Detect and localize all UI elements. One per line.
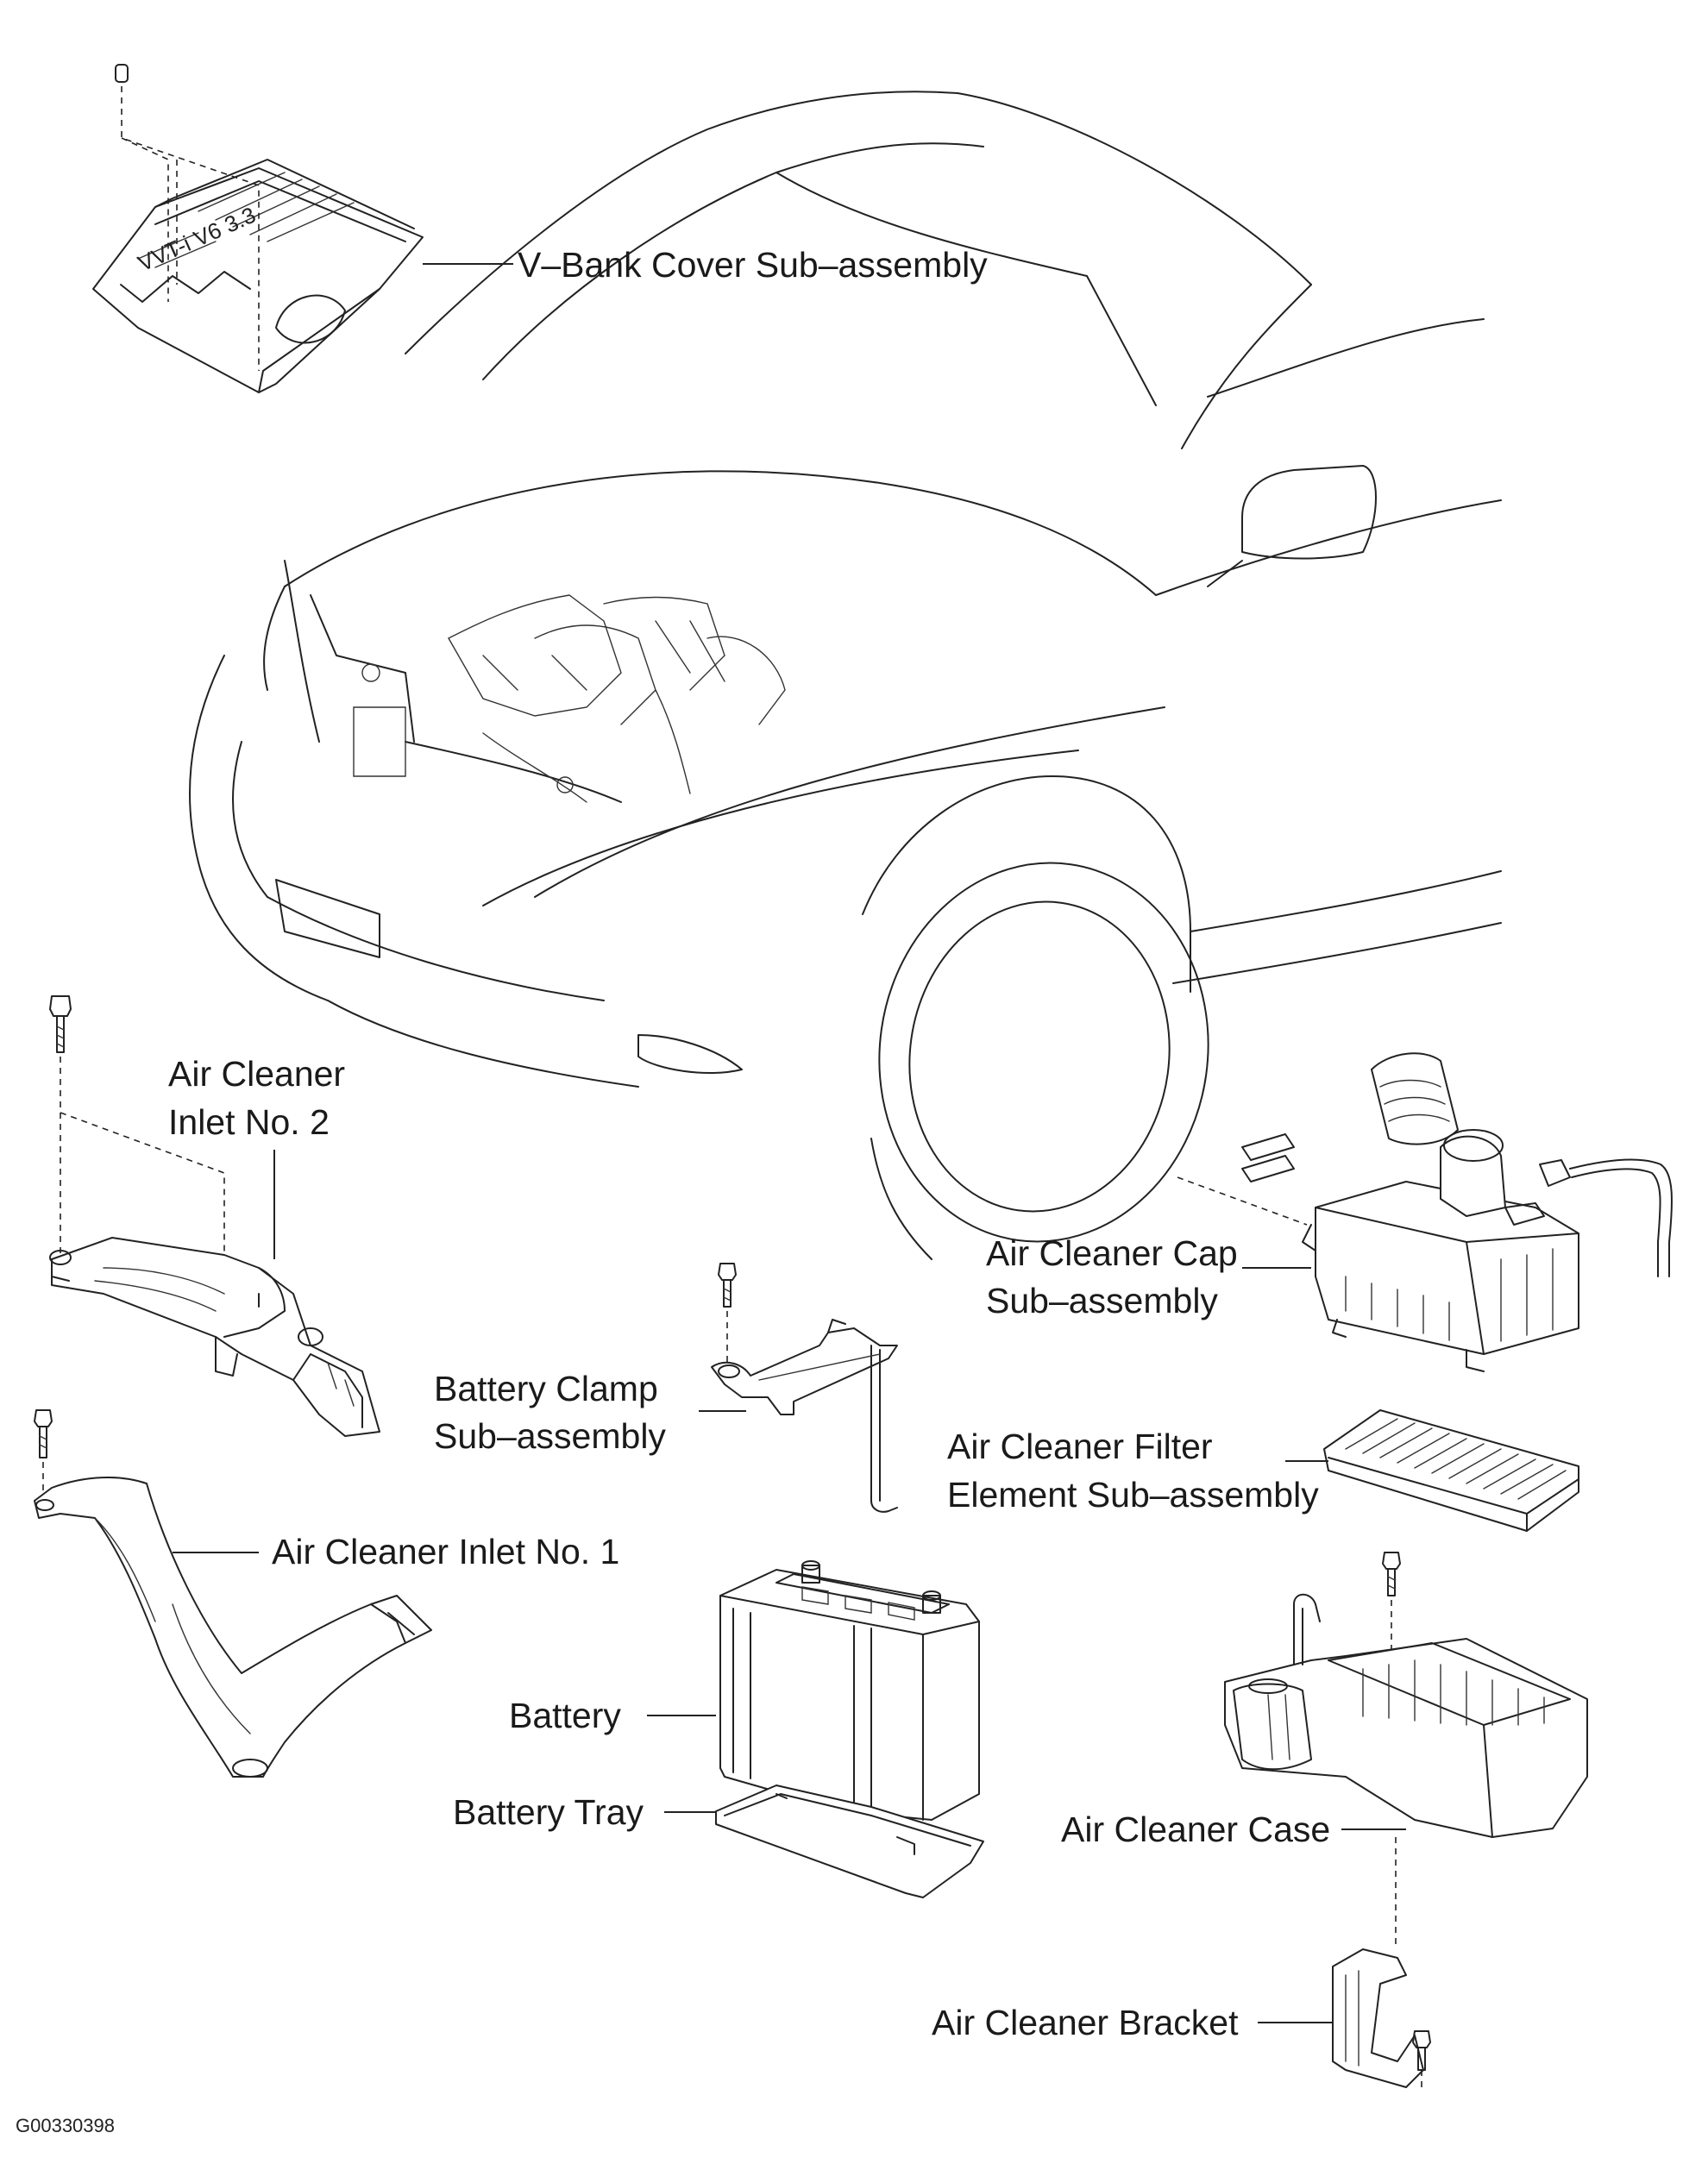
label-clamp-line1: Battery Clamp: [434, 1369, 658, 1408]
label-air-cleaner-bracket: Air Cleaner Bracket: [932, 2003, 1239, 2042]
label-clamp-line2: Sub–assembly: [434, 1416, 666, 1456]
v-bank-cover-part: VVT-i V6 3.3: [92, 64, 424, 393]
air-cleaner-filter-part: [1323, 1409, 1579, 1532]
label-air-cleaner-case: Air Cleaner Case: [1061, 1810, 1331, 1849]
battery-clamp-part: [711, 1263, 898, 1513]
label-battery: Battery: [509, 1696, 621, 1735]
battery-part: [719, 1560, 980, 1821]
label-battery-tray: Battery Tray: [453, 1792, 644, 1832]
label-inlet-no2-line1: Air Cleaner: [168, 1054, 346, 1094]
label-cap-line2: Sub–assembly: [986, 1281, 1218, 1320]
label-inlet-no2-line2: Inlet No. 2: [168, 1102, 330, 1142]
air-cleaner-bracket-part: [1332, 1948, 1431, 2088]
label-v-bank-cover: V–Bank Cover Sub–assembly: [518, 245, 988, 285]
label-filter-line2: Element Sub–assembly: [947, 1475, 1319, 1515]
label-cap-line1: Air Cleaner Cap: [986, 1233, 1238, 1273]
air-cleaner-inlet-no1-part: [34, 1409, 432, 1778]
air-cleaner-inlet-no2-part: [49, 995, 380, 1437]
battery-tray-part: [715, 1785, 984, 1898]
vehicle-outline: [189, 91, 1502, 1260]
label-filter-line1: Air Cleaner Filter: [947, 1427, 1213, 1466]
label-inlet-no1: Air Cleaner Inlet No. 1: [272, 1532, 620, 1571]
figure-code: G00330398: [16, 2115, 115, 2136]
air-cleaner-cap-part: [1177, 1052, 1673, 1372]
air-cleaner-case-part: [1224, 1552, 1588, 1838]
